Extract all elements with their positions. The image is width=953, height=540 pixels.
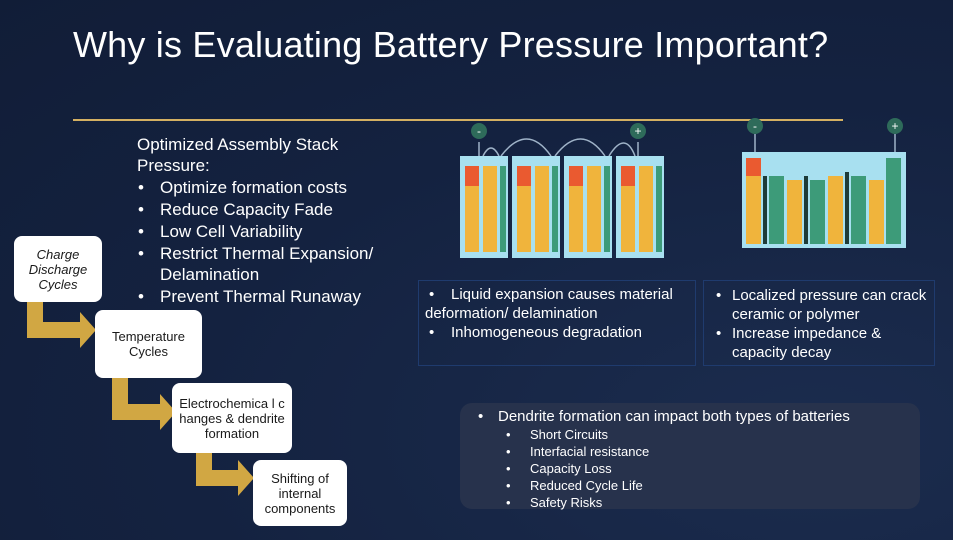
- list-item: Safety Risks: [506, 494, 649, 511]
- list-item: Capacity Loss: [506, 460, 649, 477]
- solid-state-battery-diagram: - +: [742, 118, 906, 248]
- flow-step-temperature: Temperature Cycles: [95, 310, 202, 378]
- svg-text:-: -: [477, 124, 481, 138]
- solid-panel-border: [703, 280, 935, 366]
- list-item: Restrict Thermal Expansion/ Delamination: [137, 243, 407, 285]
- list-item: Interfacial resistance: [506, 443, 649, 460]
- bullet-item: Localized pressure can crack ceramic or …: [710, 286, 928, 324]
- dendrite-heading: •Dendrite formation can impact both type…: [478, 408, 850, 425]
- list-item: Optimize formation costs: [137, 177, 407, 198]
- bullet-item: •Liquid expansion causes material deform…: [425, 286, 673, 322]
- list-item: Short Circuits: [506, 426, 649, 443]
- list-item: Low Cell Variability: [137, 221, 407, 242]
- flow-step-electrochemical: Electrochemica l changes & dendrite form…: [172, 383, 292, 453]
- svg-text:+: +: [891, 119, 898, 133]
- bullet-item: Increase impedance & capacity decay: [710, 324, 928, 362]
- flow-step-shifting: Shifting of internal components: [253, 460, 347, 526]
- liquid-panel-bullets: •Liquid expansion causes material deform…: [425, 285, 695, 342]
- list-item: Prevent Thermal Runaway: [137, 286, 407, 307]
- list-item: Reduced Cycle Life: [506, 477, 649, 494]
- list-item: Reduce Capacity Fade: [137, 199, 407, 220]
- title-divider: [73, 119, 843, 121]
- svg-text:-: -: [753, 119, 757, 133]
- optimized-stack-list: Optimized Assembly Stack Pressure: Optim…: [137, 134, 407, 307]
- liquid-panel-border: [418, 280, 696, 366]
- bullet-item: •Inhomogeneous degradation: [429, 324, 642, 341]
- svg-text:+: +: [634, 124, 641, 138]
- slide-title: Why is Evaluating Battery Pressure Impor…: [73, 24, 829, 65]
- solid-panel-bullets: Localized pressure can crack ceramic or …: [710, 286, 928, 362]
- dendrite-box: •Dendrite formation can impact both type…: [460, 403, 920, 511]
- flow-step-charge-discharge: Charge Discharge Cycles: [14, 236, 102, 302]
- liquid-battery-diagram: - +: [460, 123, 664, 258]
- optimized-heading: Optimized Assembly Stack Pressure:: [137, 135, 339, 175]
